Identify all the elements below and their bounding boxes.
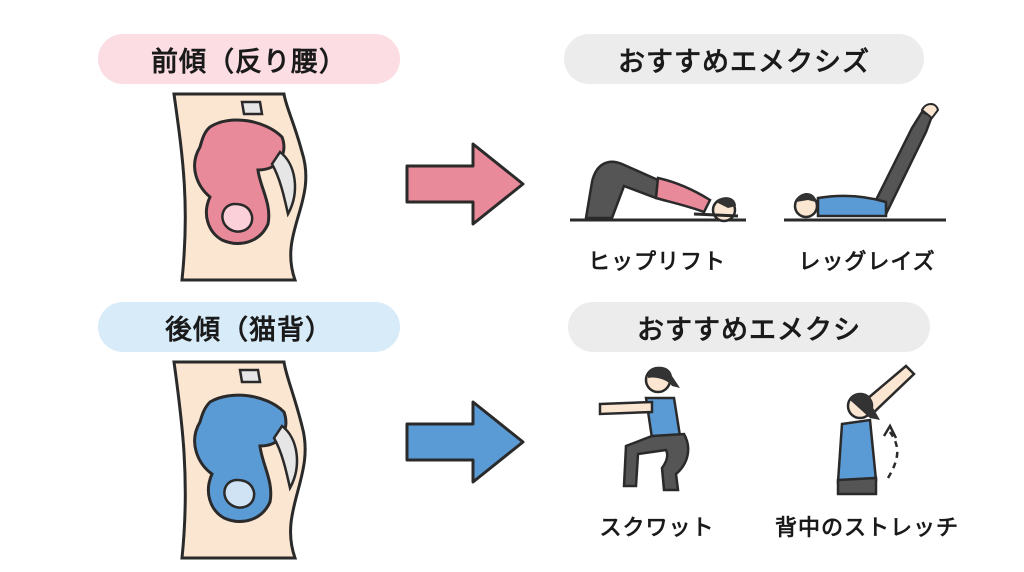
top-recommend-title: おすすめエメクシズ — [564, 34, 924, 84]
bottom-recommend-title-text: おすすめエメクシ — [637, 314, 861, 346]
exercise-label-squat: スクワット — [599, 516, 715, 541]
squat-figure-icon — [598, 366, 690, 492]
bottom-recommend-title: おすすめエメクシ — [568, 302, 930, 352]
anterior-tilt-title-text: 前傾（反り腰） — [151, 46, 347, 78]
right-arrow-icon — [405, 400, 525, 484]
top-recommend-title-text: おすすめエメクシズ — [618, 46, 870, 78]
pelvis-anterior-tilt-icon — [172, 92, 308, 282]
posterior-tilt-title: 後傾（猫背） — [98, 302, 400, 352]
right-arrow-icon — [405, 142, 525, 226]
leg-raise-figure-icon — [784, 103, 946, 222]
exercise-label-back-stretch: 背中のストレッチ — [774, 516, 959, 541]
posterior-tilt-title-text: 後傾（猫背） — [165, 314, 333, 346]
pelvis-posterior-tilt-icon — [172, 360, 307, 560]
exercise-label-leg-raise: レッグレイズ — [798, 250, 936, 275]
hip-lift-figure-icon — [570, 160, 746, 223]
exercise-label-hip-lift: ヒップリフト — [587, 250, 726, 275]
back-stretch-figure-icon — [836, 364, 916, 496]
anterior-tilt-title: 前傾（反り腰） — [98, 34, 400, 84]
